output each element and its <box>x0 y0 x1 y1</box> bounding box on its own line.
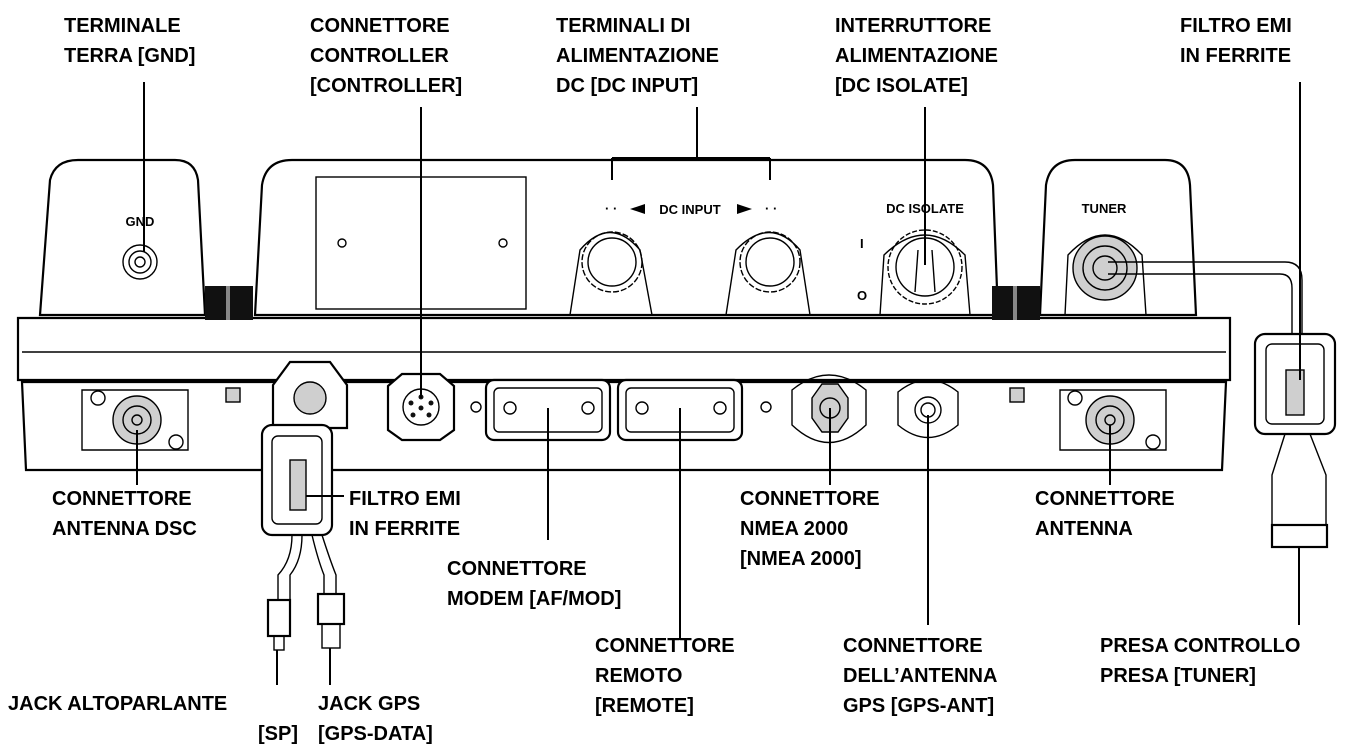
label-gps-data-jack: JACK GPS [GPS-DATA] <box>318 693 433 745</box>
label-controller: CONNETTORE CONTROLLER [CONTROLLER] <box>310 15 462 97</box>
label-modem: CONNETTORE MODEM [AF/MOD] <box>447 558 621 610</box>
svg-text:ALIMENTAZIONE: ALIMENTAZIONE <box>556 45 719 67</box>
speaker-plug[interactable] <box>266 598 292 651</box>
svg-text:TERRA [GND]: TERRA [GND] <box>64 45 195 67</box>
svg-text:FILTRO EMI: FILTRO EMI <box>349 488 461 510</box>
panel-text-dc-input: DC INPUT <box>659 202 720 217</box>
svg-text:PRESA CONTROLLO: PRESA CONTROLLO <box>1100 635 1300 657</box>
svg-text:CONNETTORE: CONNETTORE <box>52 488 192 510</box>
svg-text:MODEM [AF/MOD]: MODEM [AF/MOD] <box>447 588 621 610</box>
label-dc-isolate: INTERRUTTORE ALIMENTAZIONE [DC ISOLATE] <box>835 15 998 97</box>
dc-input-terminals[interactable] <box>569 231 811 316</box>
svg-text:FILTRO EMI: FILTRO EMI <box>1180 15 1292 37</box>
label-dc-input: TERMINALI DI ALIMENTAZIONE DC [DC INPUT] <box>556 15 719 97</box>
svg-text:INTERRUTTORE: INTERRUTTORE <box>835 15 991 37</box>
panel-text-tuner: TUNER <box>1082 201 1127 216</box>
svg-text:CONNETTORE: CONNETTORE <box>740 488 880 510</box>
svg-text:[CONTROLLER]: [CONTROLLER] <box>310 75 462 97</box>
svg-text:ALIMENTAZIONE: ALIMENTAZIONE <box>835 45 998 67</box>
svg-text:· ·: · · <box>765 201 777 216</box>
controller-connector[interactable] <box>386 372 456 442</box>
label-nmea-2000: CONNETTORE NMEA 2000 [NMEA 2000] <box>740 488 880 570</box>
svg-text:TERMINALE: TERMINALE <box>64 15 181 37</box>
leader-lines <box>136 82 1301 685</box>
label-emi-filter-left: FILTRO EMI IN FERRITE <box>349 488 461 540</box>
label-antenna: CONNETTORE ANTENNA <box>1035 488 1175 540</box>
svg-text:ANTENNA: ANTENNA <box>1035 518 1133 540</box>
svg-text:PRESA [TUNER]: PRESA [TUNER] <box>1100 665 1256 687</box>
svg-text:CONNETTORE: CONNETTORE <box>310 15 450 37</box>
svg-text:DC [DC INPUT]: DC [DC INPUT] <box>556 75 698 97</box>
tuner-cable <box>1108 261 1303 335</box>
tuner-plug[interactable] <box>1270 433 1329 549</box>
svg-text:[DC ISOLATE]: [DC ISOLATE] <box>835 75 968 97</box>
label-remote: CONNETTORE REMOTO [REMOTE] <box>595 635 735 717</box>
svg-text:IN FERRITE: IN FERRITE <box>1180 45 1291 67</box>
svg-text:[SP]: [SP] <box>258 723 298 745</box>
svg-text:[NMEA 2000]: [NMEA 2000] <box>740 548 862 570</box>
label-gps-antenna: CONNETTORE DELL’ANTENNA GPS [GPS-ANT] <box>843 635 997 717</box>
svg-text:IN FERRITE: IN FERRITE <box>349 518 460 540</box>
modem-connector[interactable] <box>470 378 612 442</box>
label-tuner-socket: PRESA CONTROLLO PRESA [TUNER] <box>1100 635 1300 687</box>
gps-data-plug[interactable] <box>316 592 346 649</box>
ferrite-filter-right[interactable] <box>1253 332 1337 436</box>
svg-text:NMEA 2000: NMEA 2000 <box>740 518 848 540</box>
svg-text:[REMOTE]: [REMOTE] <box>595 695 694 717</box>
svg-text:JACK ALTOPARLANTE: JACK ALTOPARLANTE <box>8 693 227 715</box>
svg-text:CONNETTORE: CONNETTORE <box>595 635 735 657</box>
svg-text:CONTROLLER: CONTROLLER <box>310 45 449 67</box>
tuner-connector[interactable] <box>1064 234 1147 316</box>
svg-text:CONNETTORE: CONNETTORE <box>843 635 983 657</box>
ferrite-filter-left[interactable] <box>260 423 334 537</box>
label-speaker-jack: JACK ALTOPARLANTE [SP] <box>8 693 298 745</box>
svg-text:CONNETTORE: CONNETTORE <box>447 558 587 580</box>
svg-text:CONNETTORE: CONNETTORE <box>1035 488 1175 510</box>
switch-on-mark: I <box>860 236 864 251</box>
svg-text:DELL’ANTENNA: DELL’ANTENNA <box>843 665 997 687</box>
svg-text:GPS [GPS-ANT]: GPS [GPS-ANT] <box>843 695 994 717</box>
label-gnd: TERMINALE TERRA [GND] <box>64 15 195 67</box>
antenna-dsc-connector[interactable] <box>81 389 189 451</box>
svg-text:REMOTO: REMOTO <box>595 665 682 687</box>
label-emi-filter-top: FILTRO EMI IN FERRITE <box>1180 15 1292 67</box>
svg-text:JACK GPS: JACK GPS <box>318 693 420 715</box>
switch-off-mark: O <box>857 288 867 303</box>
sp-gps-cables <box>277 534 337 600</box>
svg-text:[GPS-DATA]: [GPS-DATA] <box>318 723 433 745</box>
svg-text:ANTENNA DSC: ANTENNA DSC <box>52 518 197 540</box>
label-antenna-dsc: CONNETTORE ANTENNA DSC <box>52 488 197 540</box>
gnd-terminal[interactable] <box>122 244 158 280</box>
panel-text-gnd: GND <box>126 214 155 229</box>
svg-text:TERMINALI DI: TERMINALI DI <box>556 15 690 37</box>
cable-gland <box>271 360 349 430</box>
svg-text:· ·: · · <box>605 201 617 216</box>
